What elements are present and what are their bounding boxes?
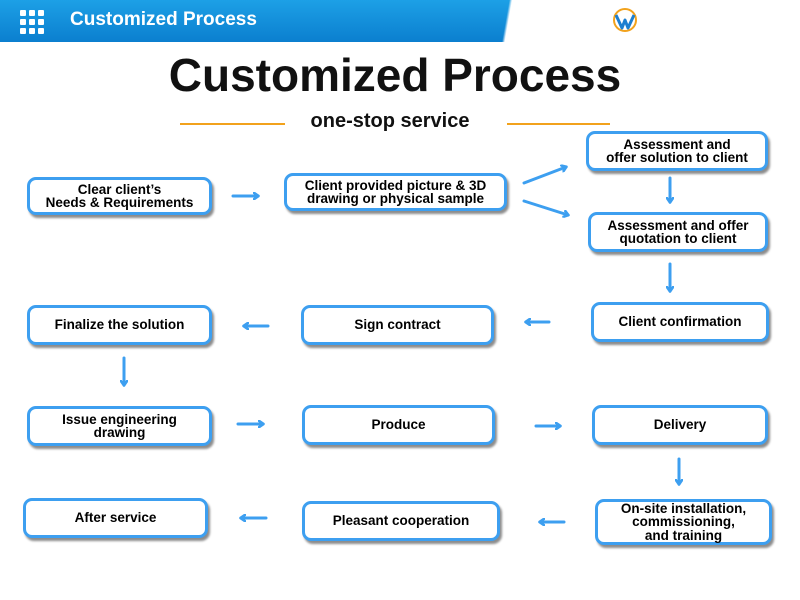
step-after-service: After service [23, 498, 208, 538]
step-contract: Sign contract [301, 305, 494, 345]
step-installation: On-site installation, commissioning, and… [595, 499, 772, 545]
step-sample: Client provided picture & 3D drawing or … [284, 173, 507, 211]
header-title: Customized Process [70, 9, 257, 30]
page-subtitle: one-stop service [310, 110, 470, 132]
page-title: Customized Process [168, 49, 622, 101]
subtitle-rule-right [507, 123, 610, 125]
step-assess-quote: Assessment and offer quotation to client [588, 212, 768, 252]
arrow-sample-to-quote [522, 199, 568, 215]
step-needs: Clear client’s Needs & Requirements [27, 177, 212, 215]
step-confirmation: Client confirmation [591, 302, 769, 342]
header-bar: Customized Process [0, 0, 660, 42]
step-produce: Produce [302, 405, 495, 445]
step-engineering: Issue engineering drawing [27, 406, 212, 446]
subtitle-rule-left [180, 123, 285, 125]
arrow-sample-to-solution [522, 167, 566, 185]
step-delivery: Delivery [592, 405, 768, 445]
step-finalize: Finalize the solution [27, 305, 212, 345]
grid-menu-icon[interactable] [20, 10, 44, 34]
company-logo-icon [613, 8, 637, 32]
step-cooperation: Pleasant cooperation [302, 501, 500, 541]
step-assess-solution: Assessment and offer solution to client [586, 131, 768, 171]
